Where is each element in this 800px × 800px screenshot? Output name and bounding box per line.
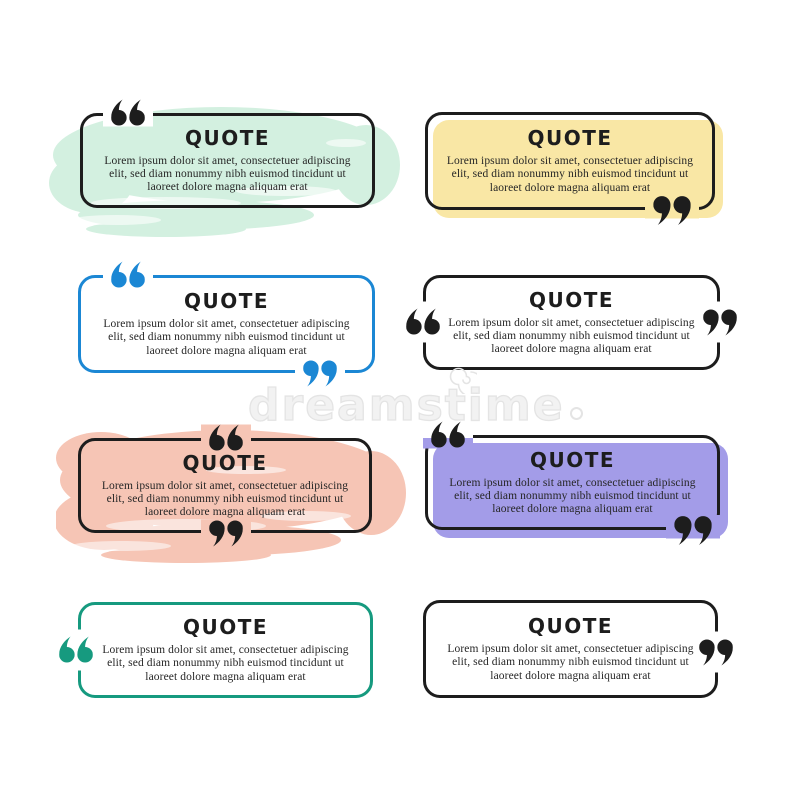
quote-line: laoreet dolore magna aliquam erat bbox=[490, 669, 651, 682]
open-quote-icon bbox=[423, 421, 473, 449]
close-quote-icon bbox=[201, 519, 251, 547]
quote-line: laoreet dolore magna aliquam erat bbox=[147, 181, 308, 194]
watermark-dot bbox=[569, 407, 583, 420]
quote-box-2: QUOTE Lorem ipsum dolor sit amet, consec… bbox=[425, 112, 723, 225]
open-quote-icon bbox=[403, 301, 443, 343]
open-quote-icon bbox=[103, 99, 153, 127]
quote-line: Lorem ipsum dolor sit amet, consectetuer… bbox=[103, 318, 350, 330]
quote-box-4: QUOTE Lorem ipsum dolor sit amet, consec… bbox=[403, 275, 740, 370]
quote-title: QUOTE bbox=[527, 126, 613, 150]
close-quote-icon bbox=[645, 195, 699, 225]
quote-line: elit, sed diam nonummy nibh euismod tinc… bbox=[452, 656, 689, 669]
quote-body: Lorem ipsum dolor sit amet, consectetuer… bbox=[448, 317, 694, 357]
close-quote-icon bbox=[666, 515, 720, 545]
close-quote-icon bbox=[700, 301, 740, 343]
box-border bbox=[425, 112, 715, 210]
quote-body: Lorem ipsum dolor sit amet, consectetuer… bbox=[447, 155, 693, 195]
quote-box-7: QUOTE Lorem ipsum dolor sit amet, consec… bbox=[56, 602, 373, 698]
quote-line: laoreet dolore magna aliquam erat bbox=[144, 506, 306, 519]
quote-line: Lorem ipsum dolor sit amet, consectetuer… bbox=[446, 155, 694, 167]
quote-line: Lorem ipsum dolor sit amet, consectetuer… bbox=[449, 476, 696, 489]
quote-line: laoreet dolore magna aliquam erat bbox=[492, 503, 653, 516]
quote-line: elit, sed diam nonummy nibh euismod tinc… bbox=[109, 167, 346, 180]
watermark-spiral-icon bbox=[449, 367, 477, 394]
quote-line: laoreet dolore magna aliquam erat bbox=[491, 343, 652, 356]
quote-line: elit, sed diam nonummy nibh euismod tinc… bbox=[106, 492, 344, 505]
quote-line: laoreet dolore magna aliquam erat bbox=[145, 670, 306, 683]
quote-box-3: QUOTE Lorem ipsum dolor sit amet, consec… bbox=[78, 261, 375, 387]
mint-brush-stroke bbox=[49, 107, 400, 237]
box-border bbox=[78, 275, 375, 373]
quote-body: Lorem ipsum dolor sit amet, consectetuer… bbox=[104, 155, 350, 195]
open-quote-icon bbox=[56, 629, 96, 671]
quote-line: elit, sed diam nonummy nibh euismod tinc… bbox=[453, 329, 690, 342]
quote-box-5: QUOTE Lorem ipsum dolor sit amet, consec… bbox=[56, 424, 406, 563]
quote-line: elit, sed diam nonummy nibh euismod tinc… bbox=[107, 657, 344, 670]
quote-line: Lorem ipsum dolor sit amet, consectetuer… bbox=[104, 154, 351, 167]
quote-title: QUOTE bbox=[183, 289, 270, 313]
quote-line: Lorem ipsum dolor sit amet, consectetuer… bbox=[448, 316, 695, 329]
quote-box-8: QUOTE Lorem ipsum dolor sit amet, consec… bbox=[423, 600, 736, 698]
quote-body: Lorem ipsum dolor sit amet, consectetuer… bbox=[449, 477, 695, 517]
quote-title: QUOTE bbox=[529, 447, 616, 472]
open-quote-icon bbox=[201, 424, 251, 452]
quote-body: Lorem ipsum dolor sit amet, consectetuer… bbox=[103, 318, 349, 358]
quote-title: QUOTE bbox=[528, 287, 615, 312]
open-quote-icon bbox=[103, 261, 153, 289]
quote-title: QUOTE bbox=[182, 615, 269, 639]
quote-line: laoreet dolore magna aliquam erat bbox=[489, 181, 651, 194]
box-border bbox=[80, 113, 375, 208]
quote-line: laoreet dolore magna aliquam erat bbox=[146, 344, 307, 357]
quote-line: elit, sed diam nonummy nibh euismod tinc… bbox=[108, 331, 345, 344]
close-quote-icon bbox=[696, 631, 736, 673]
quote-body: Lorem ipsum dolor sit amet, consectetuer… bbox=[102, 480, 348, 520]
quote-box-6: QUOTE Lorem ipsum dolor sit amet, consec… bbox=[423, 421, 728, 545]
quote-line: Lorem ipsum dolor sit amet, consectetuer… bbox=[101, 479, 349, 492]
quote-line: elit, sed diam nonummy nibh euismod tinc… bbox=[451, 168, 689, 181]
close-quote-icon bbox=[295, 359, 345, 387]
quote-line: Lorem ipsum dolor sit amet, consectetuer… bbox=[447, 643, 694, 655]
quote-body: Lorem ipsum dolor sit amet, consectetuer… bbox=[102, 644, 348, 684]
quote-line: Lorem ipsum dolor sit amet, consectetuer… bbox=[102, 644, 349, 656]
quote-title: QUOTE bbox=[184, 125, 271, 150]
box-border bbox=[425, 435, 720, 530]
quote-body: Lorem ipsum dolor sit amet, consectetuer… bbox=[447, 643, 693, 683]
quote-line: elit, sed diam nonummy nibh euismod tinc… bbox=[454, 489, 691, 502]
quote-title: QUOTE bbox=[527, 614, 614, 638]
quote-box-1: QUOTE Lorem ipsum dolor sit amet, consec… bbox=[49, 99, 400, 237]
quote-title: QUOTE bbox=[182, 450, 268, 475]
